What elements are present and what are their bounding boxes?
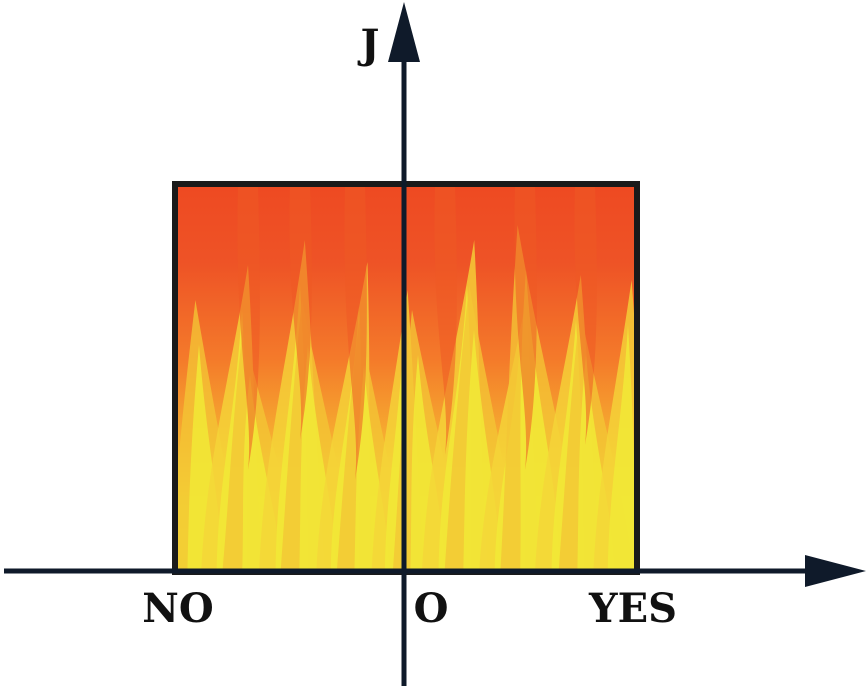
flame-shadow bbox=[574, 186, 597, 445]
flame-shadow bbox=[344, 186, 367, 480]
flame-shadow bbox=[514, 186, 537, 470]
fire-box bbox=[177, 186, 635, 570]
flame-shadow bbox=[237, 186, 260, 470]
flame-shadow bbox=[289, 186, 312, 440]
flame-shadow bbox=[434, 186, 457, 455]
x-axis-arrowhead bbox=[805, 555, 866, 587]
yes-label: YES bbox=[588, 585, 677, 632]
origin-label: O bbox=[414, 585, 449, 632]
axes bbox=[4, 2, 866, 686]
no-label: NO bbox=[142, 585, 213, 632]
y-axis-arrowhead bbox=[388, 2, 420, 62]
flame-core bbox=[607, 325, 635, 570]
flame-tongues bbox=[177, 186, 635, 570]
y-axis-label: J bbox=[358, 21, 380, 68]
